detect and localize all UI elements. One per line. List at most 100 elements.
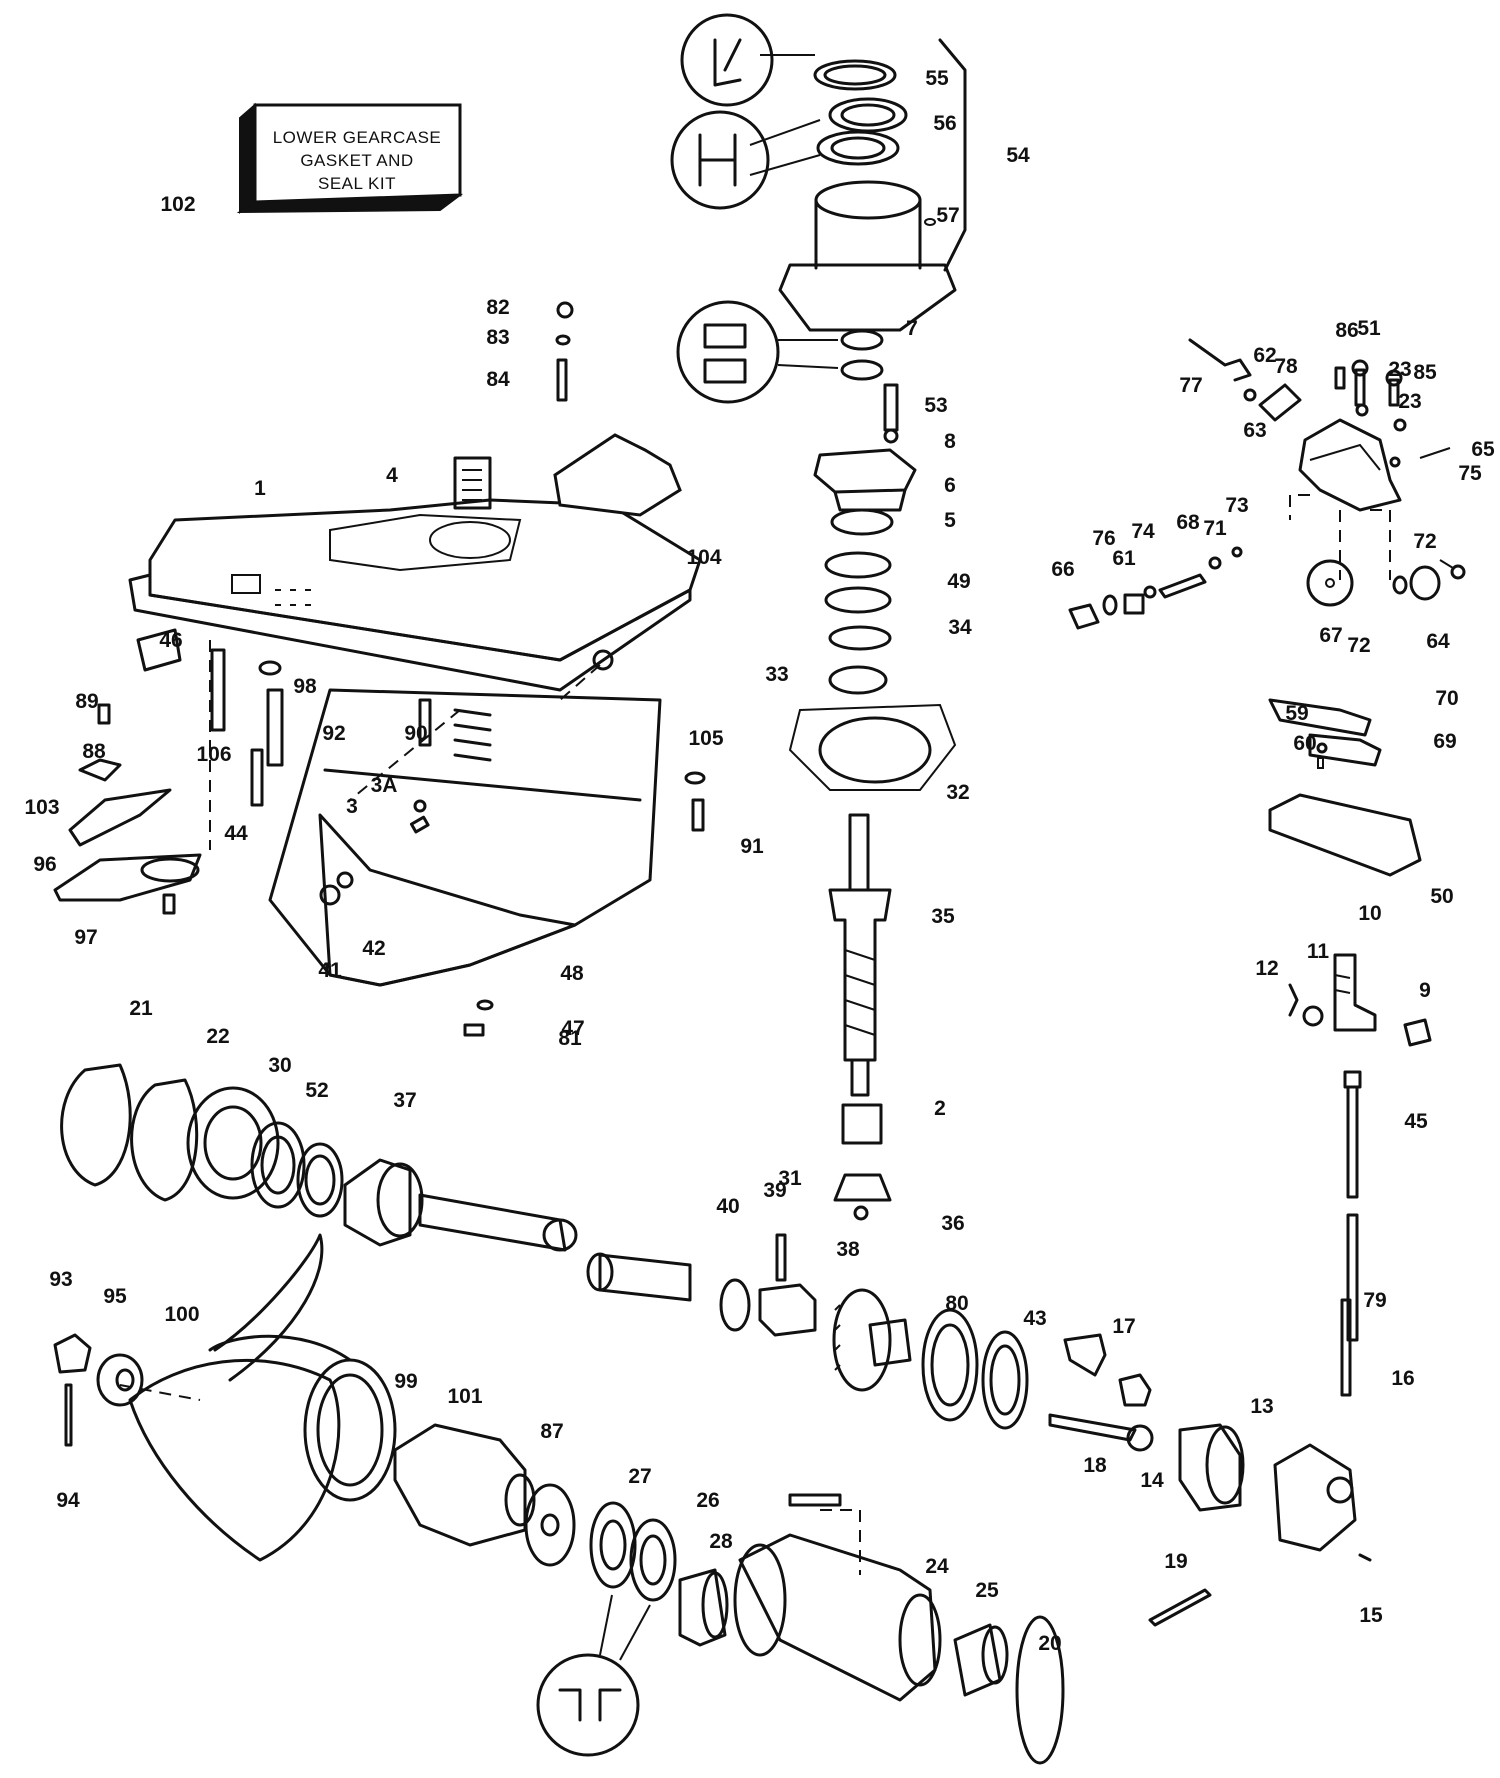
shifter-components — [1048, 1298, 1372, 1627]
callout-6: 6 — [944, 474, 956, 497]
callout-98: 98 — [293, 675, 317, 698]
callout-13: 13 — [1250, 1395, 1273, 1418]
callout-11: 11 — [1307, 940, 1330, 963]
callout-34: 34 — [948, 616, 972, 639]
callout-94: 94 — [56, 1489, 80, 1512]
callout-22: 22 — [206, 1025, 229, 1048]
callout-81: 81 — [558, 1027, 582, 1050]
callout-17: 17 — [1112, 1315, 1135, 1338]
callout-78: 78 — [1274, 355, 1298, 378]
driveshaft — [828, 813, 892, 1221]
callout-31: 31 — [778, 1167, 802, 1190]
callout-53: 53 — [924, 394, 947, 417]
callout-30: 30 — [268, 1054, 291, 1077]
callout-106: 106 — [196, 743, 231, 766]
fasteners-and-anodes — [53, 301, 706, 1037]
callout-71: 71 — [1203, 517, 1227, 540]
callout-82: 82 — [486, 296, 509, 319]
callout-92: 92 — [322, 722, 345, 745]
callout-19: 19 — [1164, 1550, 1187, 1573]
callout-69: 69 — [1433, 730, 1456, 753]
callout-23: 23 — [1398, 390, 1421, 413]
callout-75: 75 — [1458, 462, 1482, 485]
callout-68: 68 — [1176, 511, 1200, 534]
callout-42: 42 — [362, 937, 385, 960]
gaskets-right — [1268, 698, 1422, 877]
gearcase-housing — [128, 498, 702, 987]
callout-62: 62 — [1253, 344, 1276, 367]
callout-80: 80 — [945, 1292, 968, 1315]
callout-46: 46 — [159, 629, 182, 652]
callout-28: 28 — [709, 1530, 733, 1553]
callout-50: 50 — [1430, 885, 1453, 908]
callout-72: 72 — [1347, 634, 1370, 657]
callout-74: 74 — [1131, 520, 1155, 543]
callout-15: 15 — [1359, 1604, 1383, 1627]
propeller-and-carrier — [53, 1233, 1065, 1765]
callout-67: 67 — [1319, 624, 1342, 647]
shift-linkage-assembly — [1188, 338, 1451, 580]
callout-73: 73 — [1225, 494, 1248, 517]
callout-27: 27 — [628, 1465, 651, 1488]
kit-line-1: LOWER GEARCASE — [273, 128, 442, 147]
callout-2: 2 — [934, 1097, 946, 1120]
callout-37: 37 — [393, 1089, 416, 1112]
callout-21: 21 — [129, 997, 153, 1020]
callout-65: 65 — [1471, 438, 1495, 461]
callout-59: 59 — [1285, 702, 1308, 725]
callout-40: 40 — [716, 1195, 739, 1218]
callout-105: 105 — [688, 727, 723, 750]
callout-85: 85 — [1413, 361, 1437, 384]
prop-shaft-front-row — [60, 1063, 692, 1302]
callout-103: 103 — [24, 796, 59, 819]
callout-10: 10 — [1358, 902, 1381, 925]
callout-84: 84 — [486, 368, 510, 391]
callout-86: 86 — [1335, 319, 1358, 342]
callout-3a: 3A — [371, 774, 398, 797]
callout-77: 77 — [1179, 374, 1202, 397]
callout-26: 26 — [696, 1489, 719, 1512]
callout-104: 104 — [686, 546, 721, 569]
callout-97: 97 — [74, 926, 97, 949]
callout-23: 23 — [1388, 358, 1411, 381]
callout-70: 70 — [1435, 687, 1458, 710]
callout-20: 20 — [1038, 1632, 1061, 1655]
callout-33: 33 — [765, 663, 788, 686]
callout-63: 63 — [1243, 419, 1266, 442]
callout-48: 48 — [560, 962, 584, 985]
callout-45: 45 — [1404, 1110, 1428, 1133]
callout-60: 60 — [1293, 732, 1316, 755]
callout-91: 91 — [740, 835, 764, 858]
callout-51: 51 — [1357, 317, 1381, 340]
callout-99: 99 — [394, 1370, 417, 1393]
callout-79: 79 — [1363, 1289, 1386, 1312]
callout-52: 52 — [305, 1079, 328, 1102]
seal-kit-box: LOWER GEARCASE GASKET AND SEAL KIT — [236, 102, 464, 214]
seal-group-top — [670, 13, 967, 332]
callout-49: 49 — [947, 570, 970, 593]
callout-14: 14 — [1140, 1469, 1164, 1492]
callout-3: 3 — [346, 795, 358, 818]
callout-5: 5 — [944, 509, 956, 532]
callout-100: 100 — [164, 1303, 199, 1326]
callout-4: 4 — [386, 464, 398, 487]
shift-detent-parts — [1068, 546, 1466, 630]
callout-57: 57 — [936, 204, 959, 227]
callout-64: 64 — [1426, 630, 1450, 653]
callout-39: 39 — [763, 1179, 786, 1202]
kit-line-3: SEAL KIT — [318, 174, 396, 193]
callout-47: 47 — [561, 1017, 584, 1040]
callout-61: 61 — [1112, 547, 1136, 570]
callout-83: 83 — [486, 326, 509, 349]
callout-56: 56 — [933, 112, 956, 135]
shift-lever-group — [1288, 953, 1432, 1342]
water-screen-and-cover — [453, 433, 682, 517]
callout-66: 66 — [1051, 558, 1074, 581]
callout-76: 76 — [1092, 527, 1115, 550]
callout-8: 8 — [944, 430, 956, 453]
clutch-gear-row — [719, 1233, 1029, 1430]
seal-group-7 — [676, 300, 884, 404]
callout-96: 96 — [33, 853, 56, 876]
callout-25: 25 — [975, 1579, 999, 1602]
